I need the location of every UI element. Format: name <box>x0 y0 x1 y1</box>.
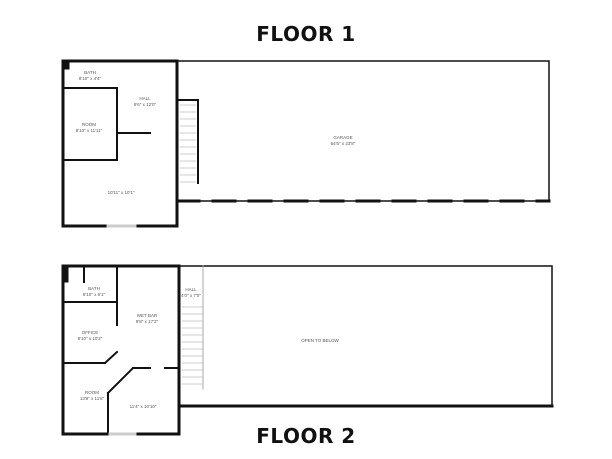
floor-1-living-outline <box>61 59 179 228</box>
floor-1-title: FLOOR 1 <box>256 22 356 46</box>
room-label-open-to-below: OPEN TO BELOW <box>301 338 339 343</box>
floor-2-title: FLOOR 2 <box>256 424 356 448</box>
room-label-unnamed-f2: 11'4" x 10'10" <box>129 404 157 409</box>
room-label-unnamed-f1: 10'11" x 10'1" <box>107 190 135 195</box>
